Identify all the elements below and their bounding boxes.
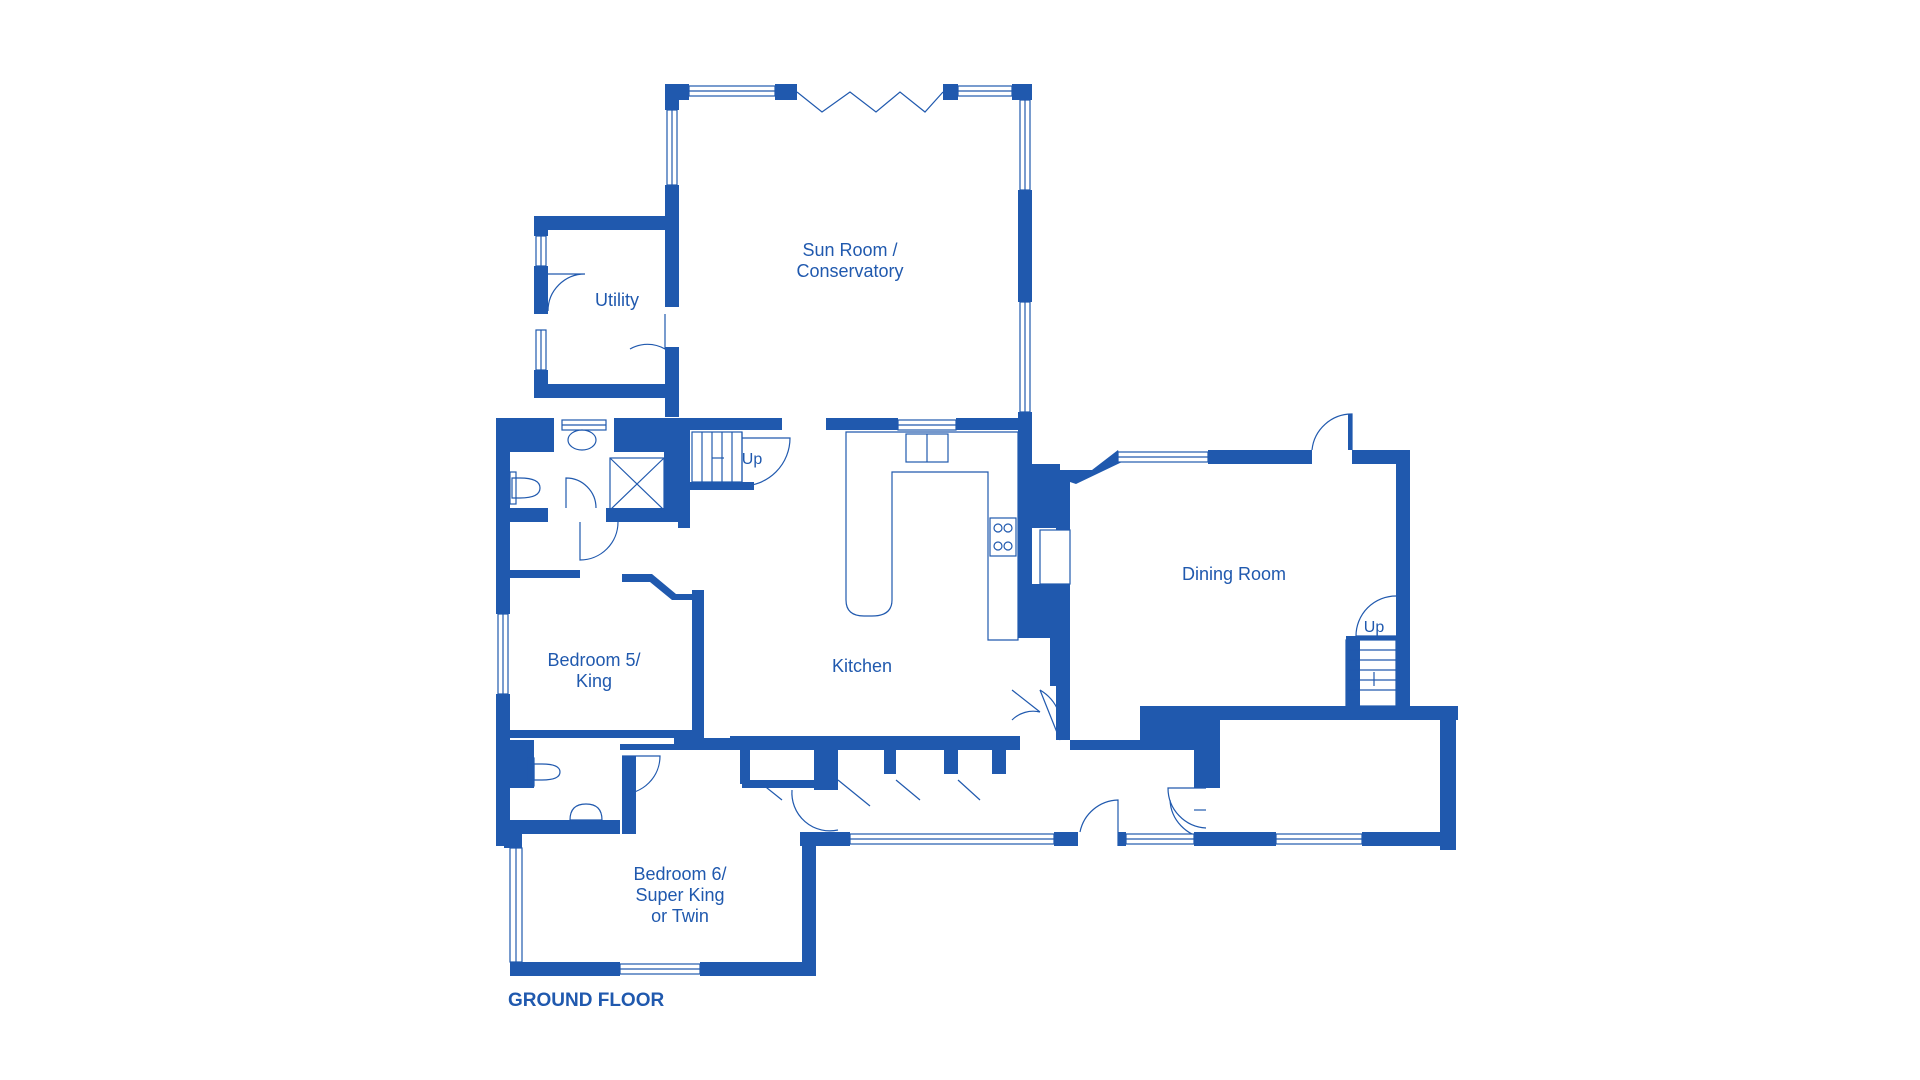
kitchen-doors	[1011, 689, 1063, 741]
dining-door	[1311, 413, 1353, 451]
sun-room-label-line2: Conservatory	[796, 261, 903, 281]
shower-tray-icon	[609, 457, 665, 511]
kitchen-stairs: Up	[691, 431, 791, 487]
bedroom6-label: Bedroom 6/ Super King or Twin	[633, 864, 726, 926]
kitchen-walls	[678, 412, 1062, 750]
bedroom6-label-line1: Bedroom 6/	[633, 864, 726, 884]
bed5-walls-detail	[622, 574, 704, 600]
hall-walls	[740, 744, 1006, 846]
dining-walls	[1032, 414, 1456, 850]
kitchen-window	[897, 419, 957, 431]
west-wing-walls	[496, 418, 1078, 976]
dining-stair-up-label: Up	[1364, 619, 1385, 636]
dining-stairs: Up	[1345, 595, 1397, 707]
utility-doors	[547, 273, 666, 351]
utility-walls	[534, 216, 679, 398]
east-store-walls	[1118, 706, 1458, 850]
dining-room-label: Dining Room	[1182, 564, 1286, 584]
kitchen-label: Kitchen	[832, 656, 892, 676]
bedroom5-label: Bedroom 5/ King	[547, 650, 640, 691]
shower-room-fixtures	[509, 429, 665, 561]
bedroom6-label-line2: Super King	[635, 885, 724, 905]
sun-room-windows	[666, 85, 1031, 413]
sun-room-walls	[665, 84, 1032, 417]
west-windows	[497, 419, 701, 975]
east-store-door	[1167, 787, 1207, 829]
bifold-doors	[796, 91, 944, 113]
sun-room-label-line1: Sun Room /	[802, 240, 897, 260]
basin-icon	[569, 803, 603, 821]
hall-windows	[849, 833, 1055, 845]
bedroom5-label-line1: Bedroom 5/	[547, 650, 640, 670]
basin-icon	[567, 429, 597, 451]
dining-windows	[1117, 451, 1209, 463]
bedroom6-label-line3: or Twin	[651, 906, 709, 926]
toilet-icon	[511, 477, 541, 499]
kitchen-stair-up-label: Up	[742, 451, 763, 468]
east-store-windows	[1125, 833, 1363, 845]
sun-room-label: Sun Room / Conservatory	[796, 240, 903, 281]
dining-fireplace	[1039, 529, 1071, 585]
kitchen-counters	[845, 431, 1019, 641]
ensuite-fixtures	[527, 755, 661, 821]
floor-title: GROUND FLOOR	[508, 990, 664, 1011]
toilet-icon	[533, 763, 561, 781]
utility-label: Utility	[595, 290, 639, 310]
utility-windows	[535, 235, 547, 371]
hall-doors	[761, 779, 1207, 846]
hob-icon	[989, 517, 1017, 557]
bedroom5-label-line2: King	[576, 671, 612, 691]
